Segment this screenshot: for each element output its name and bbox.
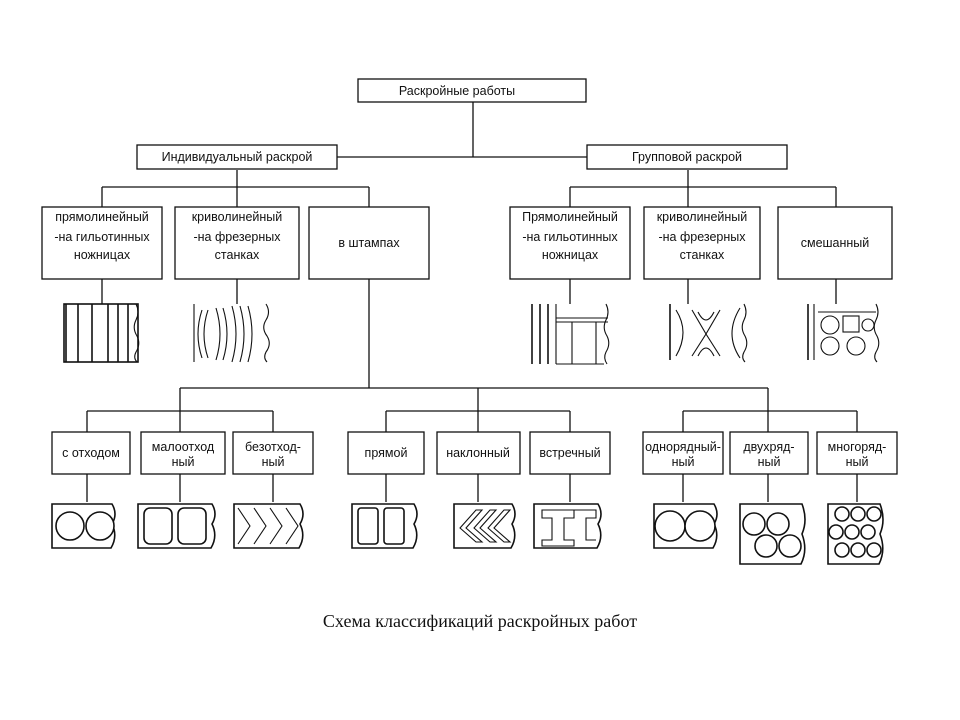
node-stamp-low-waste: малоотход ный [140, 431, 226, 475]
pattern-straight [351, 503, 418, 549]
pattern-counter [533, 503, 602, 549]
pattern-straight-strips [63, 303, 140, 363]
node-line: малоотход [152, 440, 215, 454]
pattern-group-straight [531, 303, 610, 365]
node-line: -на фрезерных [193, 230, 281, 244]
node-line: безотход- [245, 440, 301, 454]
node-line: ный [846, 455, 869, 469]
individual-node: Индивидуальный раскрой [136, 144, 338, 170]
node-line: станках [215, 248, 260, 262]
node-line: ножницах [74, 248, 131, 262]
group-label: Групповой раскрой [632, 150, 742, 164]
pattern-with-waste [51, 503, 116, 549]
pattern-double-row [739, 503, 806, 565]
node-line: ный [172, 455, 195, 469]
node-line: в штампах [338, 236, 400, 250]
node-individual-straight: прямолинейный -на гильотинных ножницах [41, 206, 163, 280]
node-stamp-with-waste: с отходом [51, 431, 131, 475]
pattern-low-waste [137, 503, 216, 549]
node-stamp-single-row: однорядный- ный [642, 431, 724, 475]
node-group-straight: Прямолинейный -на гильотинных ножницах [509, 206, 631, 280]
connectors [86, 102, 858, 502]
node-line: прямой [365, 446, 408, 460]
individual-label: Индивидуальный раскрой [162, 150, 313, 164]
node-stamp-counter: встречный [529, 431, 611, 475]
node-stamp-inclined: наклонный [436, 431, 521, 475]
node-line: ный [262, 455, 285, 469]
pattern-group-mixed [807, 303, 880, 363]
node-group-mixed: смешанный [777, 206, 893, 280]
pattern-single-row [653, 503, 718, 549]
node-line: -на гильотинных [54, 230, 150, 244]
node-line: -на гильотинных [522, 230, 618, 244]
node-line: криволинейный [657, 210, 748, 224]
node-stamp-double-row: двухряд- ный [729, 431, 809, 475]
node-line: прямолинейный [55, 210, 149, 224]
node-line: Прямолинейный [522, 210, 618, 224]
node-individual-stamp: в штампах [308, 206, 430, 280]
root-label: Раскройные работы [399, 84, 515, 98]
node-line: с отходом [62, 446, 120, 460]
pattern-group-curved [669, 303, 748, 363]
pattern-inclined [453, 503, 516, 549]
node-line: многоряд- [828, 440, 887, 454]
node-line: криволинейный [192, 210, 283, 224]
node-line: ный [758, 455, 781, 469]
pattern-multi-row [827, 503, 884, 565]
node-stamp-wasteless: безотход- ный [232, 431, 314, 475]
diagram-caption: Схема классификаций раскройных работ [322, 611, 638, 631]
node-line: станках [680, 248, 725, 262]
node-group-curved: криволинейный -на фрезерных станках [643, 206, 761, 280]
root-node: Раскройные работы [357, 78, 587, 103]
node-line: встречный [539, 446, 600, 460]
pattern-curved-strips [193, 303, 270, 363]
node-stamp-straight: прямой [347, 431, 425, 475]
node-line: однорядный- [645, 440, 721, 454]
node-line: двухряд- [743, 440, 794, 454]
pattern-wasteless [233, 503, 304, 549]
node-line: наклонный [446, 446, 510, 460]
node-line: -на фрезерных [658, 230, 746, 244]
node-stamp-multi-row: многоряд- ный [816, 431, 898, 475]
group-node: Групповой раскрой [586, 144, 788, 170]
node-individual-curved: криволинейный -на фрезерных станках [174, 206, 300, 280]
node-line: ножницах [542, 248, 599, 262]
node-line: ный [672, 455, 695, 469]
node-line: смешанный [801, 236, 870, 250]
